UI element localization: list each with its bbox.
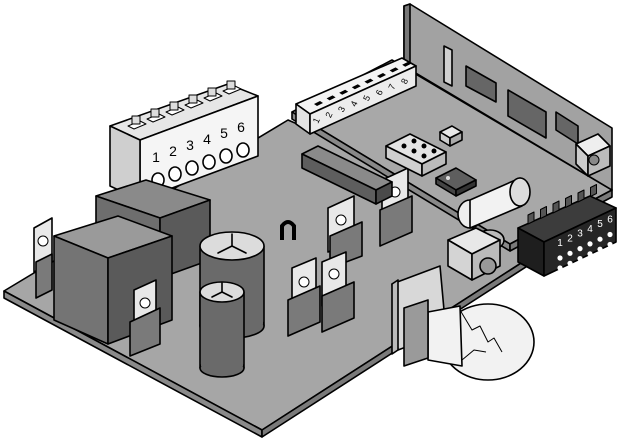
transformer [53, 179, 211, 345]
dip-lever-2[interactable] [326, 95, 336, 101]
dip-lever-7[interactable] [389, 67, 399, 73]
wire-entry-left-4 [202, 154, 216, 170]
lamp-assembly [391, 265, 535, 381]
dip-label-7: 7 [386, 82, 397, 91]
dip-lever-5[interactable] [364, 78, 374, 84]
screw-terminal-3[interactable] [165, 101, 185, 116]
crystal-oscillator [443, 45, 453, 87]
terminal-tooth-right-5[interactable] [577, 189, 585, 203]
dip-label-6: 6 [374, 88, 385, 97]
terminal-label-left-4: 4 [203, 131, 211, 147]
terminal-label-left-3: 3 [186, 137, 194, 153]
terminal-label-right-4: 4 [587, 224, 593, 235]
resistor-network [301, 145, 393, 205]
terminal-label-left-2: 2 [169, 143, 177, 159]
fuse-holder [457, 177, 531, 251]
regulator-body-mid-4 [321, 281, 355, 333]
dip-lever-1[interactable] [314, 101, 323, 106]
capacitor-small [199, 281, 245, 378]
wire-entry-left-6 [236, 142, 250, 158]
terminal-tooth-right-1[interactable] [527, 211, 535, 225]
wire-entry-left-3 [185, 160, 199, 176]
dip-lever-6[interactable] [377, 73, 386, 78]
resistor-network-side [375, 181, 393, 205]
terminal-label-left-6: 6 [237, 119, 245, 135]
lamp-base [403, 299, 429, 367]
dip-switch-front [309, 65, 417, 135]
dip-label-5: 5 [361, 94, 372, 103]
pin-header-side [421, 151, 447, 177]
ic-chip-large [507, 89, 547, 139]
regulator-body-mid-2 [379, 195, 413, 247]
regulator-body-left [35, 253, 53, 299]
terminal-tooth-right-3[interactable] [552, 200, 560, 214]
dip-label-1: 1 [311, 116, 322, 125]
dip-label-2: 2 [323, 110, 334, 119]
terminal-tooth-right-4[interactable] [565, 195, 572, 208]
terminal-tooth-right-6[interactable] [590, 184, 597, 197]
terminal-label-right-3: 3 [577, 229, 583, 240]
dip-lever-4[interactable] [351, 84, 361, 90]
vertical-pcb-edge [403, 3, 411, 67]
terminal-label-right-1: 1 [557, 238, 563, 249]
dip-lever-3[interactable] [339, 89, 349, 95]
terminal-label-left-5: 5 [220, 125, 228, 141]
wire-entry-left-2 [168, 166, 182, 182]
small-ic [435, 167, 477, 197]
jumper-wire [280, 220, 296, 240]
dip-label-3: 3 [336, 105, 347, 114]
pin-header [385, 125, 463, 177]
screw-terminal-5[interactable] [203, 87, 223, 102]
screw-terminal-4[interactable] [184, 94, 204, 109]
screw-terminal-2[interactable] [146, 108, 166, 123]
regulator-body-mid-3 [287, 285, 321, 337]
terminal-label-left-1: 1 [152, 149, 160, 165]
screw-terminal-1[interactable] [127, 115, 147, 130]
ic-chip-small [465, 65, 497, 103]
terminal-label-right-2: 2 [567, 233, 573, 244]
dip-label-4: 4 [349, 99, 360, 108]
screw-terminal-6[interactable] [222, 80, 242, 95]
wire-entry-left-5 [219, 148, 233, 164]
terminal-label-right-6: 6 [607, 215, 613, 226]
dip-label-8: 8 [399, 77, 410, 86]
terminal-tooth-right-2[interactable] [540, 206, 547, 219]
regulator-body-bottom [129, 307, 161, 357]
terminal-label-right-5: 5 [597, 219, 603, 230]
trimmer [575, 133, 611, 177]
dip-lever-8[interactable] [402, 61, 412, 67]
small-relay [447, 227, 501, 281]
